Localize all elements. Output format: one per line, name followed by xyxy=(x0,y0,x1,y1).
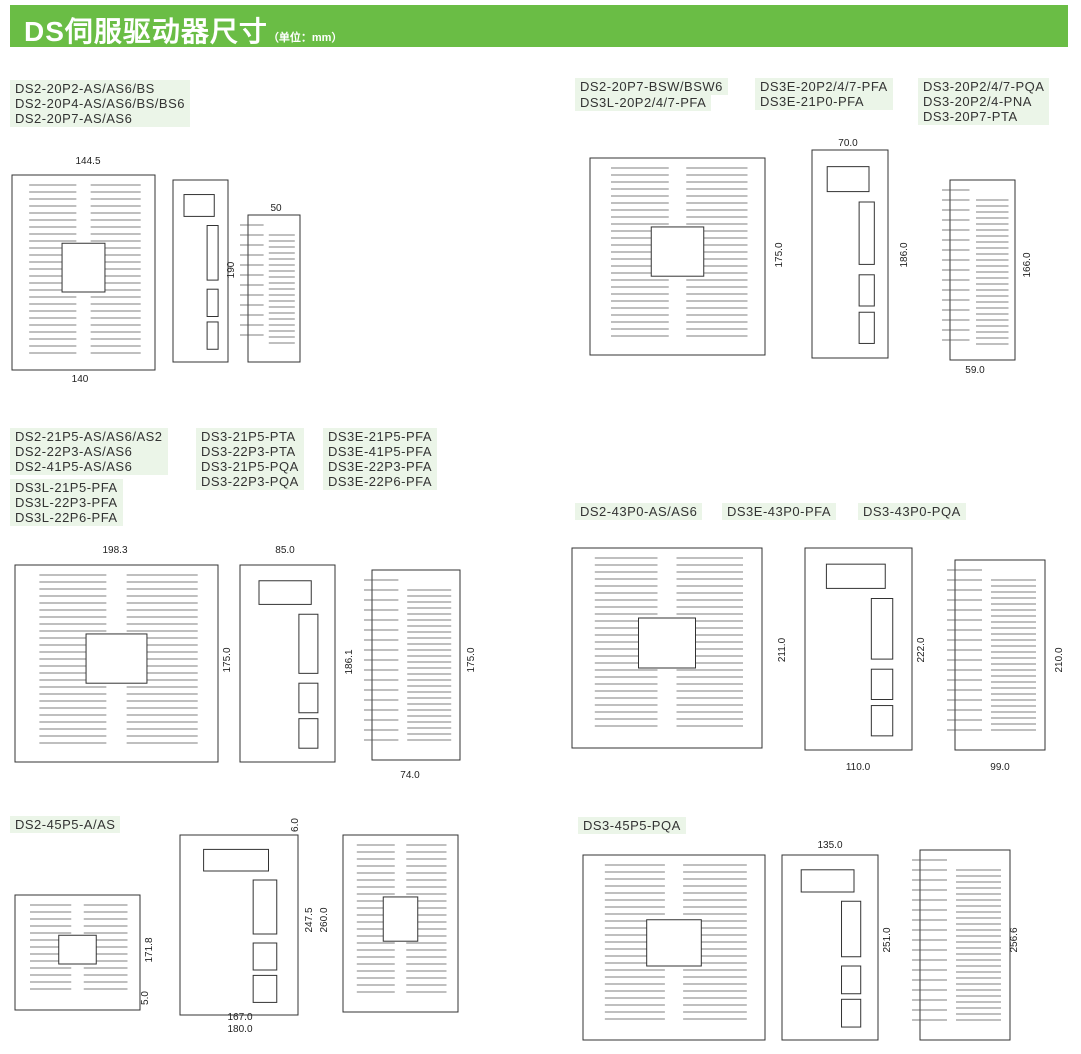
connector xyxy=(841,998,862,1028)
label-plate xyxy=(382,896,419,942)
terminal-block xyxy=(841,900,862,958)
label-plate xyxy=(646,919,702,967)
terminal-block xyxy=(206,225,219,281)
dimension-label: 175.0 xyxy=(222,647,233,672)
connector xyxy=(870,668,894,701)
dimension-label: 260.0 xyxy=(319,907,330,932)
model-label-box: DS2-45P5-A/AS xyxy=(10,816,121,833)
model-label-box: DS2-21P5-AS/AS6/AS2 DS2-22P3-AS/AS6 DS2-… xyxy=(10,428,168,475)
dimension-label: 50 xyxy=(270,203,282,214)
label-plate xyxy=(61,242,106,293)
model-label-box: DS3E-43P0-PFA xyxy=(722,503,837,520)
dimension-label: 186.0 xyxy=(899,242,910,267)
title-banner: DS伺服驱动器尺寸（单位：mm） xyxy=(10,5,1068,47)
dimension-label: 180.0 xyxy=(227,1024,252,1035)
display-panel xyxy=(826,166,870,193)
title-text: DS伺服驱动器尺寸 xyxy=(24,16,268,47)
terminal-block xyxy=(252,879,278,935)
display-panel xyxy=(258,580,312,605)
terminal-block xyxy=(858,201,875,265)
drive-outline xyxy=(954,559,1046,751)
model-label-box: DS3-45P5-PQA xyxy=(578,817,686,834)
dimension-label: 247.5 xyxy=(304,907,315,932)
connector xyxy=(206,288,219,318)
model-label-box: DS3E-20P2/4/7-PFA DS3E-21P0-PFA xyxy=(755,78,893,110)
label-plate xyxy=(85,633,148,684)
unit-note: （单位：mm） xyxy=(267,32,343,44)
connector xyxy=(870,705,894,737)
model-label-box: DS3-21P5-PTA DS3-22P3-PTA DS3-21P5-PQA D… xyxy=(196,428,304,490)
model-label-box: DS3L-21P5-PFA DS3L-22P3-PFA DS3L-22P6-PF… xyxy=(10,479,123,526)
display-panel xyxy=(183,194,215,217)
page-title: DS伺服驱动器尺寸（单位：mm） xyxy=(24,10,342,50)
connector xyxy=(858,311,875,344)
display-panel xyxy=(800,869,855,893)
connector xyxy=(841,965,862,995)
dimension-label: 6.0 xyxy=(290,818,301,832)
dimension-label: 135.0 xyxy=(817,840,842,851)
connector xyxy=(298,682,319,714)
dimension-label: 167.0 xyxy=(227,1012,252,1023)
drive-outline xyxy=(919,849,1011,1041)
label-plate xyxy=(638,617,696,669)
dimension-label: 166.0 xyxy=(1022,252,1033,277)
terminal-block xyxy=(870,598,894,660)
dimension-label: 99.0 xyxy=(990,762,1010,773)
dimension-label: 198.3 xyxy=(102,545,127,556)
dimension-label: 190 xyxy=(226,261,237,278)
model-label-box: DS3-20P2/4/7-PQA DS3-20P2/4-PNA DS3-20P7… xyxy=(918,78,1050,125)
dimension-label: 74.0 xyxy=(400,770,420,781)
drive-outline xyxy=(371,569,461,761)
dimension-label: 251.0 xyxy=(882,927,893,952)
connector xyxy=(298,718,319,749)
model-label-box: DS3E-21P5-PFA DS3E-41P5-PFA DS3E-22P3-PF… xyxy=(323,428,438,490)
model-label-box: DS3L-20P2/4/7-PFA xyxy=(575,94,712,111)
model-label-box: DS2-43P0-AS/AS6 xyxy=(575,503,703,520)
display-panel xyxy=(203,848,270,872)
dimension-label: 144.5 xyxy=(75,156,100,167)
terminal-block xyxy=(298,613,319,674)
dimension-label: 59.0 xyxy=(965,365,985,376)
connector xyxy=(252,974,278,1003)
dimension-label: 140 xyxy=(72,374,89,385)
connector xyxy=(206,321,219,350)
dimension-label: 186.1 xyxy=(344,649,355,674)
dimension-label: 171.8 xyxy=(144,937,155,962)
dimension-label: 222.0 xyxy=(916,637,927,662)
dimension-label: 211.0 xyxy=(777,637,788,662)
model-label-box: DS3-43P0-PQA xyxy=(858,503,966,520)
label-plate xyxy=(650,226,705,277)
display-panel xyxy=(825,563,886,589)
drive-outline xyxy=(247,214,301,363)
dimension-label: 256.6 xyxy=(1009,927,1020,952)
dimension-label: 175.0 xyxy=(774,242,785,267)
dimension-label: 110.0 xyxy=(846,762,871,773)
model-label-box: DS2-20P7-BSW/BSW6 xyxy=(575,78,728,95)
dimension-label: 210.0 xyxy=(1054,647,1065,672)
dimension-label: 5.0 xyxy=(140,991,151,1005)
dimension-label: 70.0 xyxy=(838,138,858,149)
model-label-box: DS2-20P2-AS/AS6/BS DS2-20P4-AS/AS6/BS/BS… xyxy=(10,80,190,127)
connector xyxy=(252,942,278,971)
connector xyxy=(858,274,875,307)
label-plate xyxy=(58,934,97,965)
dimension-label: 175.0 xyxy=(466,647,477,672)
dimension-label: 85.0 xyxy=(275,545,295,556)
